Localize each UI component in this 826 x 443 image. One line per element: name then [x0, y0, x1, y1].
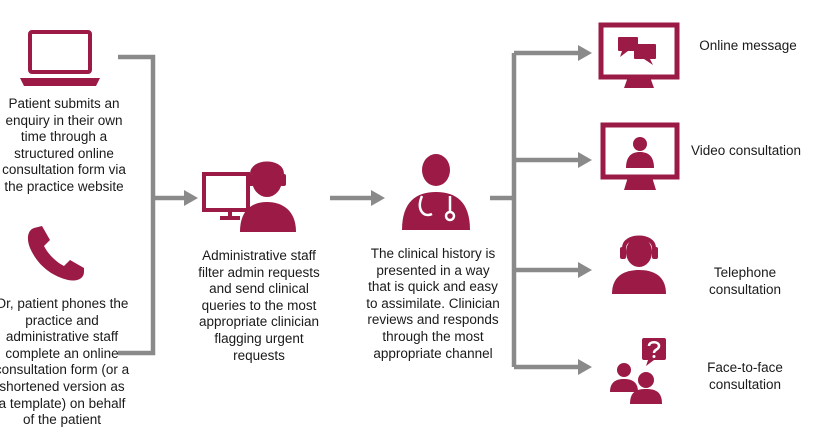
output-face-to-face-consultation: Face-to-face consultation: [707, 360, 783, 392]
monitor-chat-bubbles-icon: [598, 22, 680, 88]
phone-submission-description: Or, patient phones the practice and admi…: [0, 296, 130, 428]
clinician-description: The clinical history is presented in a w…: [366, 246, 500, 361]
arrow-head-telephone: [578, 262, 592, 278]
arrow-head-clinician: [371, 190, 385, 206]
telephone-handset-icon: [27, 226, 84, 281]
people-question-icon: [610, 338, 666, 404]
output-video-consultation: Video consultation: [690, 143, 802, 158]
arrow-head-face: [578, 359, 592, 375]
laptop-icon: [20, 30, 100, 86]
online-submission-description: Patient submits an enquiry in their own …: [2, 96, 126, 194]
arrow-head-admin: [184, 190, 198, 206]
admin-staff-headset-computer-icon: [202, 161, 296, 232]
monitor-doctor-icon: [600, 122, 680, 190]
clinician-stethoscope-icon: [402, 154, 470, 230]
arrow-head-video: [578, 152, 592, 168]
bracket-connector-left: [118, 54, 156, 356]
admin-staff-description: Administrative staff filter admin reques…: [198, 248, 320, 363]
output-online-message: Online message: [699, 38, 797, 53]
arrow-head-online: [578, 45, 592, 61]
output-telephone-consultation: Telephone consultation: [708, 265, 782, 297]
person-headset-icon: [612, 235, 666, 294]
